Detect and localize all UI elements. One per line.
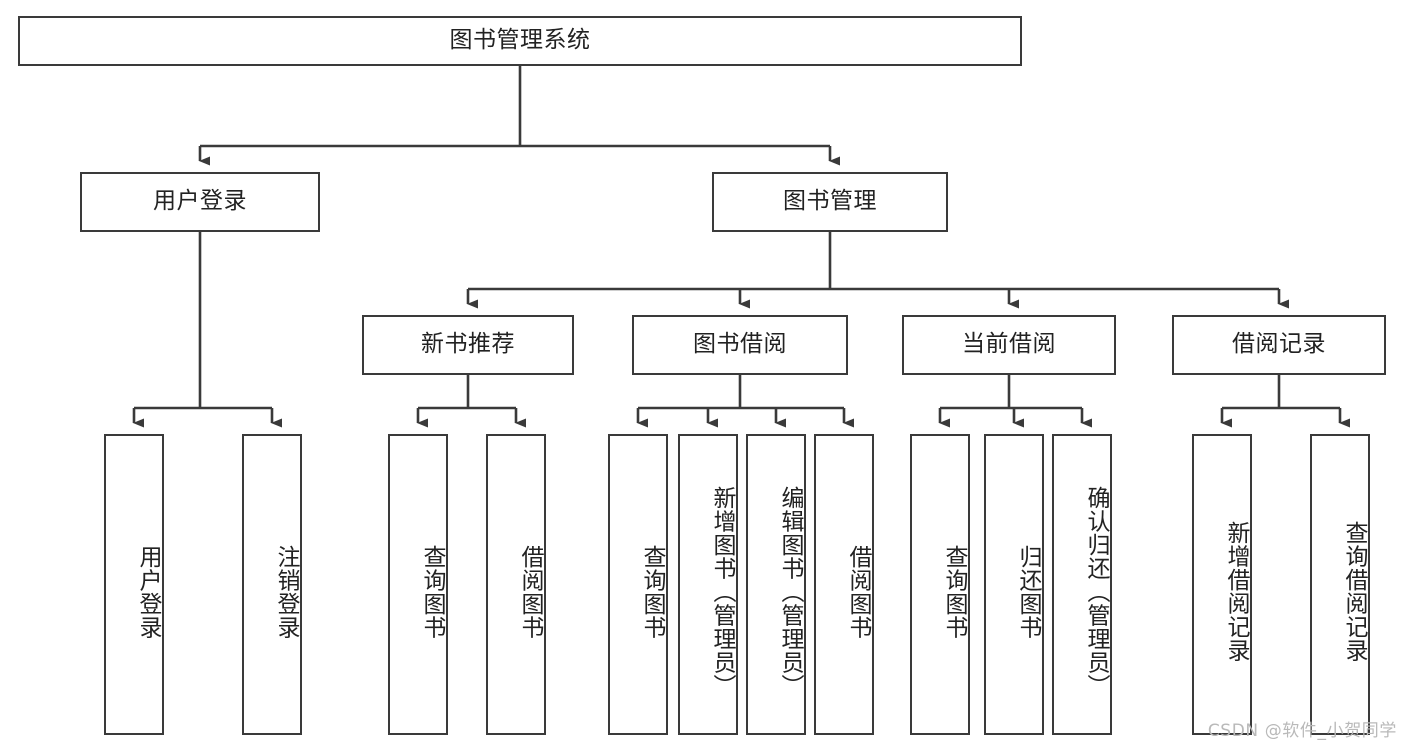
leaf-logout[interactable]: 注销登录 — [242, 434, 302, 735]
node-user-login[interactable]: 用户登录 — [80, 172, 320, 232]
leaf-query-book-current[interactable]: 查询图书 — [910, 434, 970, 735]
leaf-query-book-current-label: 查询图书 — [941, 544, 967, 639]
node-user-login-label: 用户登录 — [153, 188, 247, 215]
node-book-manage[interactable]: 图书管理 — [712, 172, 948, 232]
leaf-logout-label: 注销登录 — [273, 544, 299, 639]
leaf-add-record[interactable]: 新增借阅记录 — [1192, 434, 1252, 735]
leaf-query-book-recommend-label: 查询图书 — [419, 544, 445, 639]
leaf-user-login-label: 用户登录 — [135, 544, 161, 639]
leaf-return-book-label: 归还图书 — [1015, 544, 1041, 639]
leaf-confirm-return-label: 确认归还（管理员） — [1083, 485, 1109, 698]
node-book-borrow[interactable]: 图书借阅 — [632, 315, 848, 375]
leaf-borrow-book-recommend-label: 借阅图书 — [517, 544, 543, 639]
leaf-add-record-label: 新增借阅记录 — [1223, 521, 1249, 662]
leaf-query-book[interactable]: 查询图书 — [608, 434, 668, 735]
leaf-borrow-book-recommend[interactable]: 借阅图书 — [486, 434, 546, 735]
node-book-borrow-label: 图书借阅 — [693, 331, 787, 358]
leaf-user-login[interactable]: 用户登录 — [104, 434, 164, 735]
leaf-query-record[interactable]: 查询借阅记录 — [1310, 434, 1370, 735]
leaf-add-book-label: 新增图书（管理员） — [709, 485, 735, 698]
node-current-borrow[interactable]: 当前借阅 — [902, 315, 1116, 375]
node-new-book-recommend[interactable]: 新书推荐 — [362, 315, 574, 375]
leaf-borrow-book-label: 借阅图书 — [845, 544, 871, 639]
node-new-book-recommend-label: 新书推荐 — [421, 331, 515, 358]
node-current-borrow-label: 当前借阅 — [962, 331, 1056, 358]
csdn-watermark: CSDN @软件_小贺同学 — [1207, 721, 1397, 741]
node-borrow-record-label: 借阅记录 — [1232, 331, 1326, 358]
node-root[interactable]: 图书管理系统 — [18, 16, 1022, 66]
leaf-add-book[interactable]: 新增图书（管理员） — [678, 434, 738, 735]
leaf-edit-book[interactable]: 编辑图书（管理员） — [746, 434, 806, 735]
leaf-return-book[interactable]: 归还图书 — [984, 434, 1044, 735]
leaf-query-book-recommend[interactable]: 查询图书 — [388, 434, 448, 735]
node-book-manage-label: 图书管理 — [783, 188, 877, 215]
leaf-query-record-label: 查询借阅记录 — [1341, 521, 1367, 662]
node-root-label: 图书管理系统 — [449, 27, 591, 54]
leaf-edit-book-label: 编辑图书（管理员） — [777, 485, 803, 698]
leaf-confirm-return[interactable]: 确认归还（管理员） — [1052, 434, 1112, 735]
leaf-borrow-book[interactable]: 借阅图书 — [814, 434, 874, 735]
leaf-query-book-label: 查询图书 — [639, 544, 665, 639]
node-borrow-record[interactable]: 借阅记录 — [1172, 315, 1386, 375]
